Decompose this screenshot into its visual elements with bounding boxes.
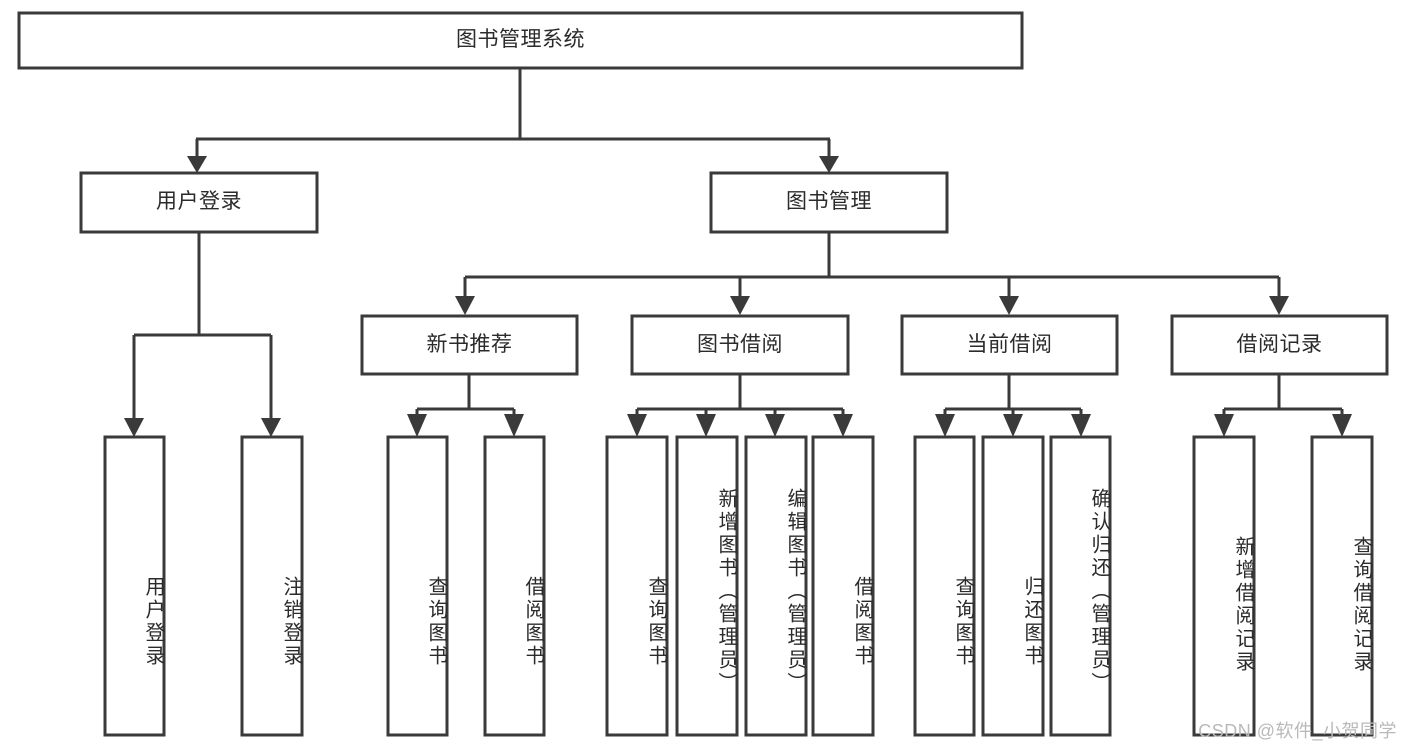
node-leaf-user-login-box[interactable] <box>103 435 166 737</box>
arrow-head-borrow-book-2 <box>833 414 853 437</box>
node-user-login-box[interactable] <box>79 171 319 234</box>
arrow-head-leaf-user-login <box>124 418 144 437</box>
arrow-head-add-book <box>696 414 716 437</box>
arrow-head-borrow-record <box>1269 296 1289 315</box>
arrow-head-return-book <box>1003 414 1023 437</box>
arrow-head-query-book-2 <box>627 414 647 437</box>
node-leaf-query-book-3-box[interactable] <box>913 435 976 737</box>
node-current-borrow-box[interactable] <box>900 314 1119 376</box>
arrow-head-query-book-3 <box>935 414 955 437</box>
arrow-head-query-record <box>1332 414 1352 437</box>
node-leaf-logout-box[interactable] <box>240 435 304 737</box>
arrow-head-book-borrow <box>730 296 750 315</box>
node-leaf-query-book-2-box[interactable] <box>605 435 669 737</box>
arrow-head-current-borrow <box>999 296 1019 315</box>
node-borrow-record-box[interactable] <box>1170 314 1389 376</box>
node-new-book-box[interactable] <box>360 314 579 376</box>
arrow-head-leaf-logout <box>261 418 281 437</box>
arrow-head-borrow-book-1 <box>504 414 524 437</box>
arrow-head-query-book-1 <box>407 414 427 437</box>
node-leaf-add-book-box[interactable] <box>675 435 739 737</box>
node-leaf-confirm-return-box[interactable] <box>1049 435 1112 737</box>
arrow-head-book-manage <box>819 156 839 173</box>
node-leaf-add-record-box[interactable] <box>1192 435 1256 737</box>
watermark-text: CSDN @软件_小贺同学 <box>1198 721 1397 741</box>
node-leaf-query-record-box[interactable] <box>1310 435 1374 737</box>
node-leaf-borrow-book-1-box[interactable] <box>483 435 546 737</box>
node-book-manage-box[interactable] <box>709 171 949 234</box>
arrow-head-add-record <box>1214 414 1234 437</box>
node-leaf-query-book-1-box[interactable] <box>386 435 449 737</box>
node-leaf-borrow-book-2-box[interactable] <box>811 435 875 737</box>
arrow-head-edit-book <box>765 414 785 437</box>
arrow-head-confirm-return <box>1071 414 1091 437</box>
node-root-box[interactable] <box>17 11 1024 70</box>
node-book-borrow-box[interactable] <box>630 314 850 376</box>
node-leaf-return-book-box[interactable] <box>981 435 1045 737</box>
arrow-head-new-book <box>455 296 475 315</box>
arrow-head-user-login <box>187 156 207 173</box>
node-leaf-edit-book-box[interactable] <box>744 435 808 737</box>
